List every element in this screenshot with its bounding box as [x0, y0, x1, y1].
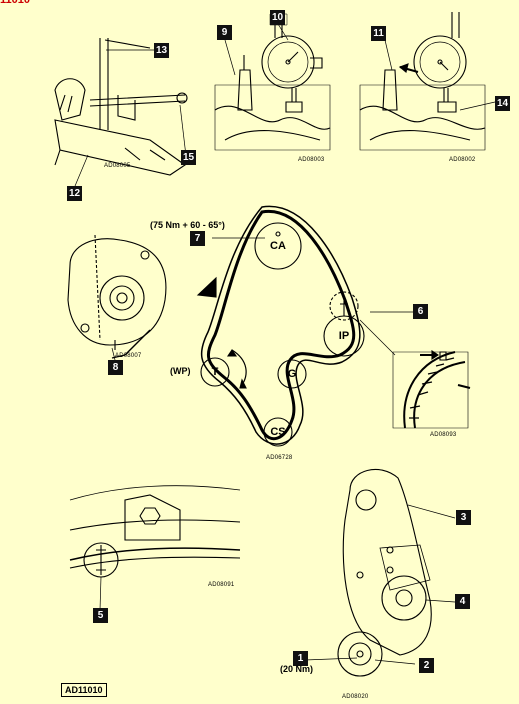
callout-14: 14 — [495, 96, 510, 111]
fig-bottom-left-drawing — [69, 485, 241, 578]
fig-top-left-drawing — [54, 38, 188, 176]
callout-5: 5 — [93, 608, 108, 623]
code-fig-top-mid: AD08003 — [298, 157, 325, 163]
callout-10: 10 — [270, 10, 285, 25]
fig-bottom-right-drawing — [337, 469, 432, 677]
pulley-label-g: G — [287, 368, 297, 380]
pulley-label-ca: CA — [270, 240, 286, 252]
pulley-label-ip: IP — [338, 330, 350, 342]
label-wp: (WP) — [170, 366, 191, 376]
callout-12: 12 — [67, 186, 82, 201]
callout-6: 6 — [413, 304, 428, 319]
leader-lines — [74, 23, 496, 665]
torque-label-ca: (75 Nm + 60 - 65°) — [150, 220, 225, 230]
fig-left-mid-drawing — [67, 234, 167, 359]
code-fig-bottom-right: AD08020 — [342, 694, 369, 700]
fig-top-mid-drawing — [214, 13, 331, 151]
torque-label-1: (20 Nm) — [280, 664, 314, 674]
callout-1: 1 — [293, 651, 308, 666]
callout-8: 8 — [108, 360, 123, 375]
callout-9: 9 — [217, 25, 232, 40]
code-fig-top-left: AD08005 — [104, 163, 131, 169]
fig-top-right-drawing — [359, 12, 486, 151]
callout-15: 15 — [181, 150, 196, 165]
callout-11: 11 — [371, 26, 386, 41]
code-fig-left-mid: AD08007 — [115, 353, 142, 359]
callout-7: 7 — [190, 231, 205, 246]
header-code: 11010 — [0, 0, 30, 6]
fig-zoom-drawing — [359, 319, 471, 429]
callout-13: 13 — [154, 43, 169, 58]
pulley-label-cs: CS — [270, 426, 286, 438]
pulley-label-t: T — [211, 366, 219, 378]
callout-3: 3 — [456, 510, 471, 525]
code-fig-top-right: AD08002 — [449, 157, 476, 163]
code-fig-zoom: AD08093 — [430, 432, 457, 438]
code-fig-belt: AD06728 — [266, 455, 293, 461]
callout-2: 2 — [419, 658, 434, 673]
timing-belt-drawing — [196, 205, 365, 447]
callout-4: 4 — [455, 594, 470, 609]
code-fig-bottom-left: AD08091 — [208, 582, 235, 588]
footer-code: AD11010 — [61, 683, 107, 697]
